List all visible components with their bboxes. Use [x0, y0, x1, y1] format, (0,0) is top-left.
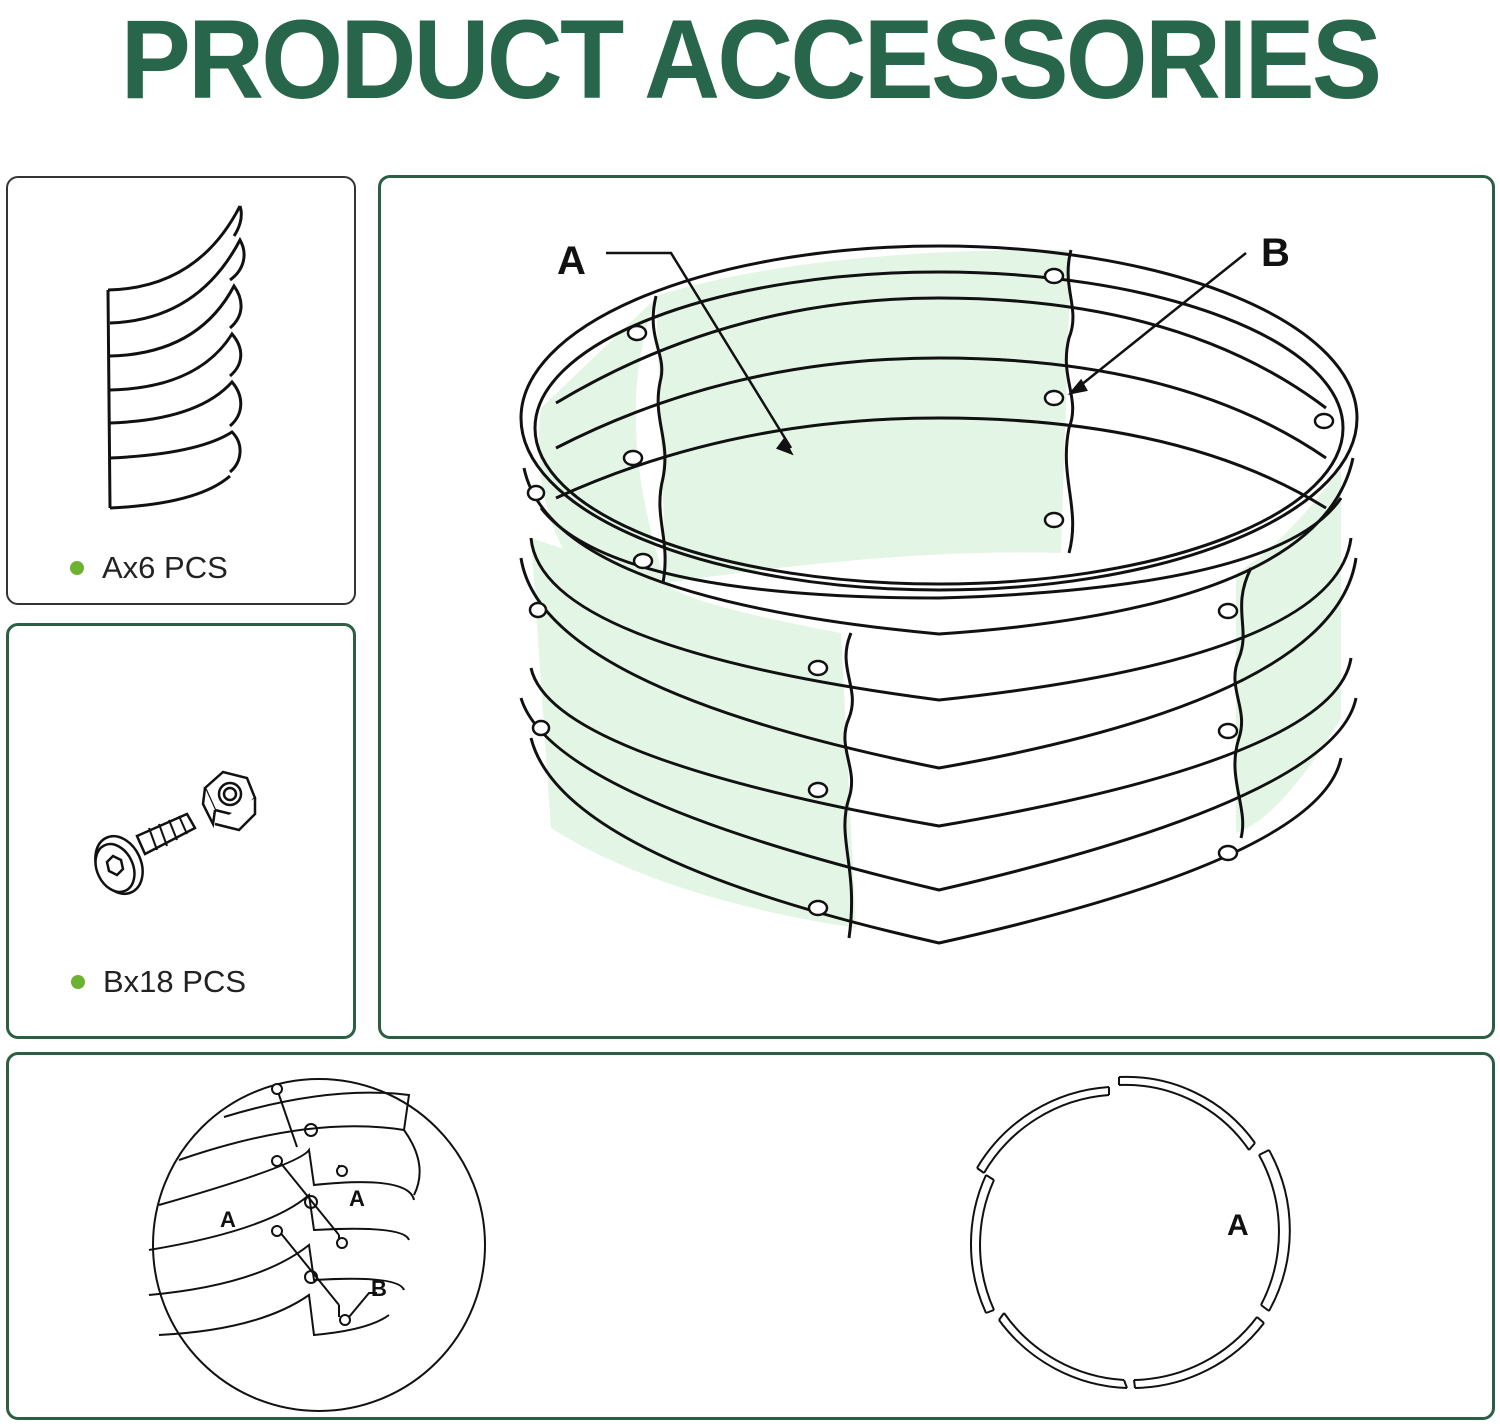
quantity-label-a: Ax6 PCS — [70, 550, 228, 586]
raised-bed-illustration: A B — [519, 231, 1359, 945]
bullet-icon — [71, 975, 85, 989]
label-b: B — [1261, 231, 1290, 275]
leader-line-b — [1070, 252, 1247, 394]
bolt-holes — [526, 267, 1335, 917]
accessory-panel-a: Ax6 PCS — [6, 176, 356, 605]
leader-line-a — [606, 251, 793, 449]
quantity-label-b: Bx18 PCS — [71, 964, 246, 1000]
detail-diagram-panel: A A B A — [6, 1052, 1495, 1420]
bolt-icon — [94, 812, 197, 895]
assembly-diagram-panel: A B — [378, 175, 1495, 1039]
detail-label-b: B — [371, 1276, 387, 1301]
detail-label-a-left: A — [220, 1207, 236, 1232]
curved-panel-icon — [106, 205, 246, 510]
bullet-icon — [70, 561, 84, 575]
label-a: A — [557, 239, 586, 283]
connection-detail-circle — [148, 1078, 486, 1412]
detail-label-a-right: A — [349, 1186, 365, 1211]
nut-icon — [201, 770, 257, 832]
accessory-panel-b: Bx18 PCS — [6, 623, 356, 1039]
page-title: PRODUCT ACCESSORIES — [120, 0, 1382, 122]
ring-label-a: A — [1227, 1209, 1249, 1242]
ring-layout-diagram — [969, 1075, 1291, 1389]
